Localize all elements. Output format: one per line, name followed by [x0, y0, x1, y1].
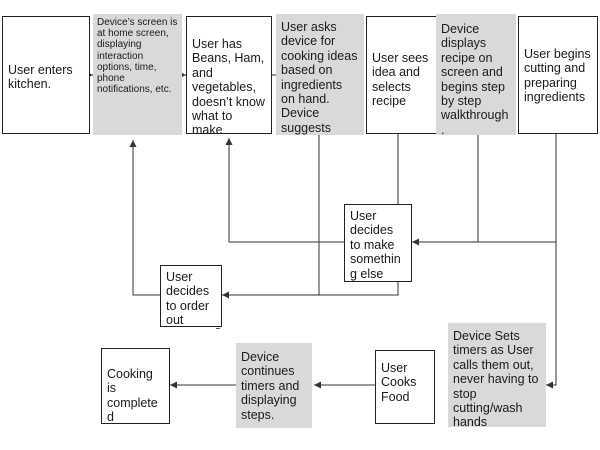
node-decides-else: User decides to make something else	[344, 204, 412, 282]
node-user-has: User has Beans, Ham, and vegetables, doe…	[186, 16, 272, 134]
node-user-enters: User enters kitchen.	[2, 16, 90, 134]
node-decides-order: User decides to order out	[160, 265, 222, 327]
node-sets-timers: Device Sets timers as User calls them ou…	[448, 323, 546, 427]
arrow-order-to-home	[129, 140, 160, 296]
node-continues-timers: Device continues timers and displaying s…	[236, 343, 312, 428]
stray-mark	[216, 328, 220, 329]
node-home-screen: Device’s screen is at home screen, displ…	[93, 14, 182, 135]
arrow-cutting-to-timers	[546, 134, 557, 389]
node-user-asks: User asks device for cooking ideas based…	[276, 14, 364, 135]
node-begins-cutting: User begins cutting and preparing ingred…	[518, 16, 598, 134]
node-cooking-completed: Cooking is completed	[101, 348, 170, 424]
arrow-else-to-has	[225, 138, 344, 243]
node-sees-idea: User sees idea and selects recipe	[366, 16, 437, 134]
node-user-cooks: User Cooks Food	[375, 350, 435, 424]
node-displays-recipe: Device displays recipe on screen and beg…	[436, 14, 516, 135]
